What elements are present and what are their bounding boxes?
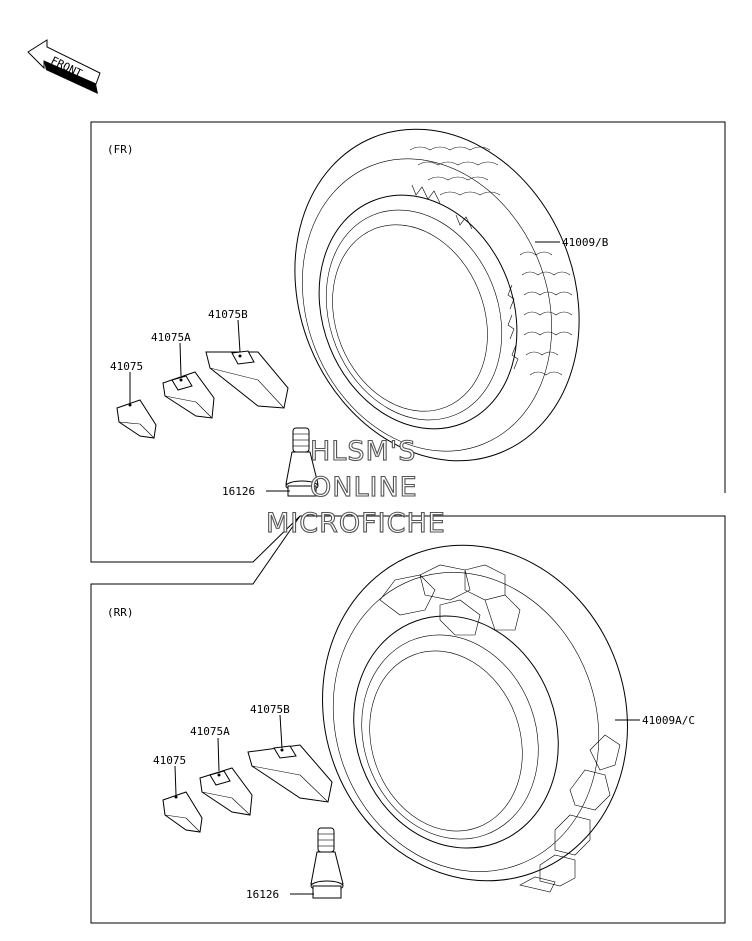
front-tire-part-number: 41009/B: [562, 236, 609, 249]
rear-weight-part-number: 41075: [153, 754, 186, 767]
front-weight-a: [162, 371, 215, 419]
rear-weight-a-part-number: 41075A: [190, 725, 230, 738]
rear-section-label: (RR): [107, 606, 134, 619]
watermark-line-1: HLSM'S: [310, 436, 416, 467]
rear-panel-border: [90, 515, 726, 924]
rear-weight-b-part-number: 41075B: [250, 703, 290, 716]
front-weight-a-part-number: 41075A: [151, 331, 191, 344]
front-weight-a-leader: [179, 342, 182, 377]
rear-weight-b: [247, 744, 333, 803]
front-valve: [285, 427, 319, 497]
front-weight-part-number: 41075: [110, 360, 143, 373]
front-weight-b: [205, 350, 289, 409]
rear-weight: [162, 791, 203, 833]
front-arrow-icon: FRONT: [27, 39, 101, 94]
front-section-label: (FR): [107, 143, 134, 156]
rear-tire-part-number: 41009A/C: [642, 714, 695, 727]
front-weight-b-leader: [237, 319, 241, 353]
front-panel-border: [90, 121, 726, 563]
watermark: HLSM'S ONLINE MICROFICHE: [265, 435, 446, 539]
rear-weight-leader: [174, 765, 177, 796]
watermark-line-2: ONLINE: [310, 472, 418, 503]
watermark-line-3: MICROFICHE: [266, 508, 446, 539]
rear-weight-a: [199, 767, 253, 816]
rear-valve-part-number: 16126: [246, 888, 279, 901]
front-tire: [294, 128, 580, 462]
front-weight: [116, 399, 157, 439]
rear-weight-a-leader: [217, 737, 220, 772]
front-valve-part-number: 16126: [222, 485, 255, 498]
front-weight-b-part-number: 41075B: [208, 308, 248, 321]
rear-valve: [310, 827, 344, 899]
rear-tire: [322, 544, 628, 893]
rear-weight-b-leader: [279, 714, 283, 749]
